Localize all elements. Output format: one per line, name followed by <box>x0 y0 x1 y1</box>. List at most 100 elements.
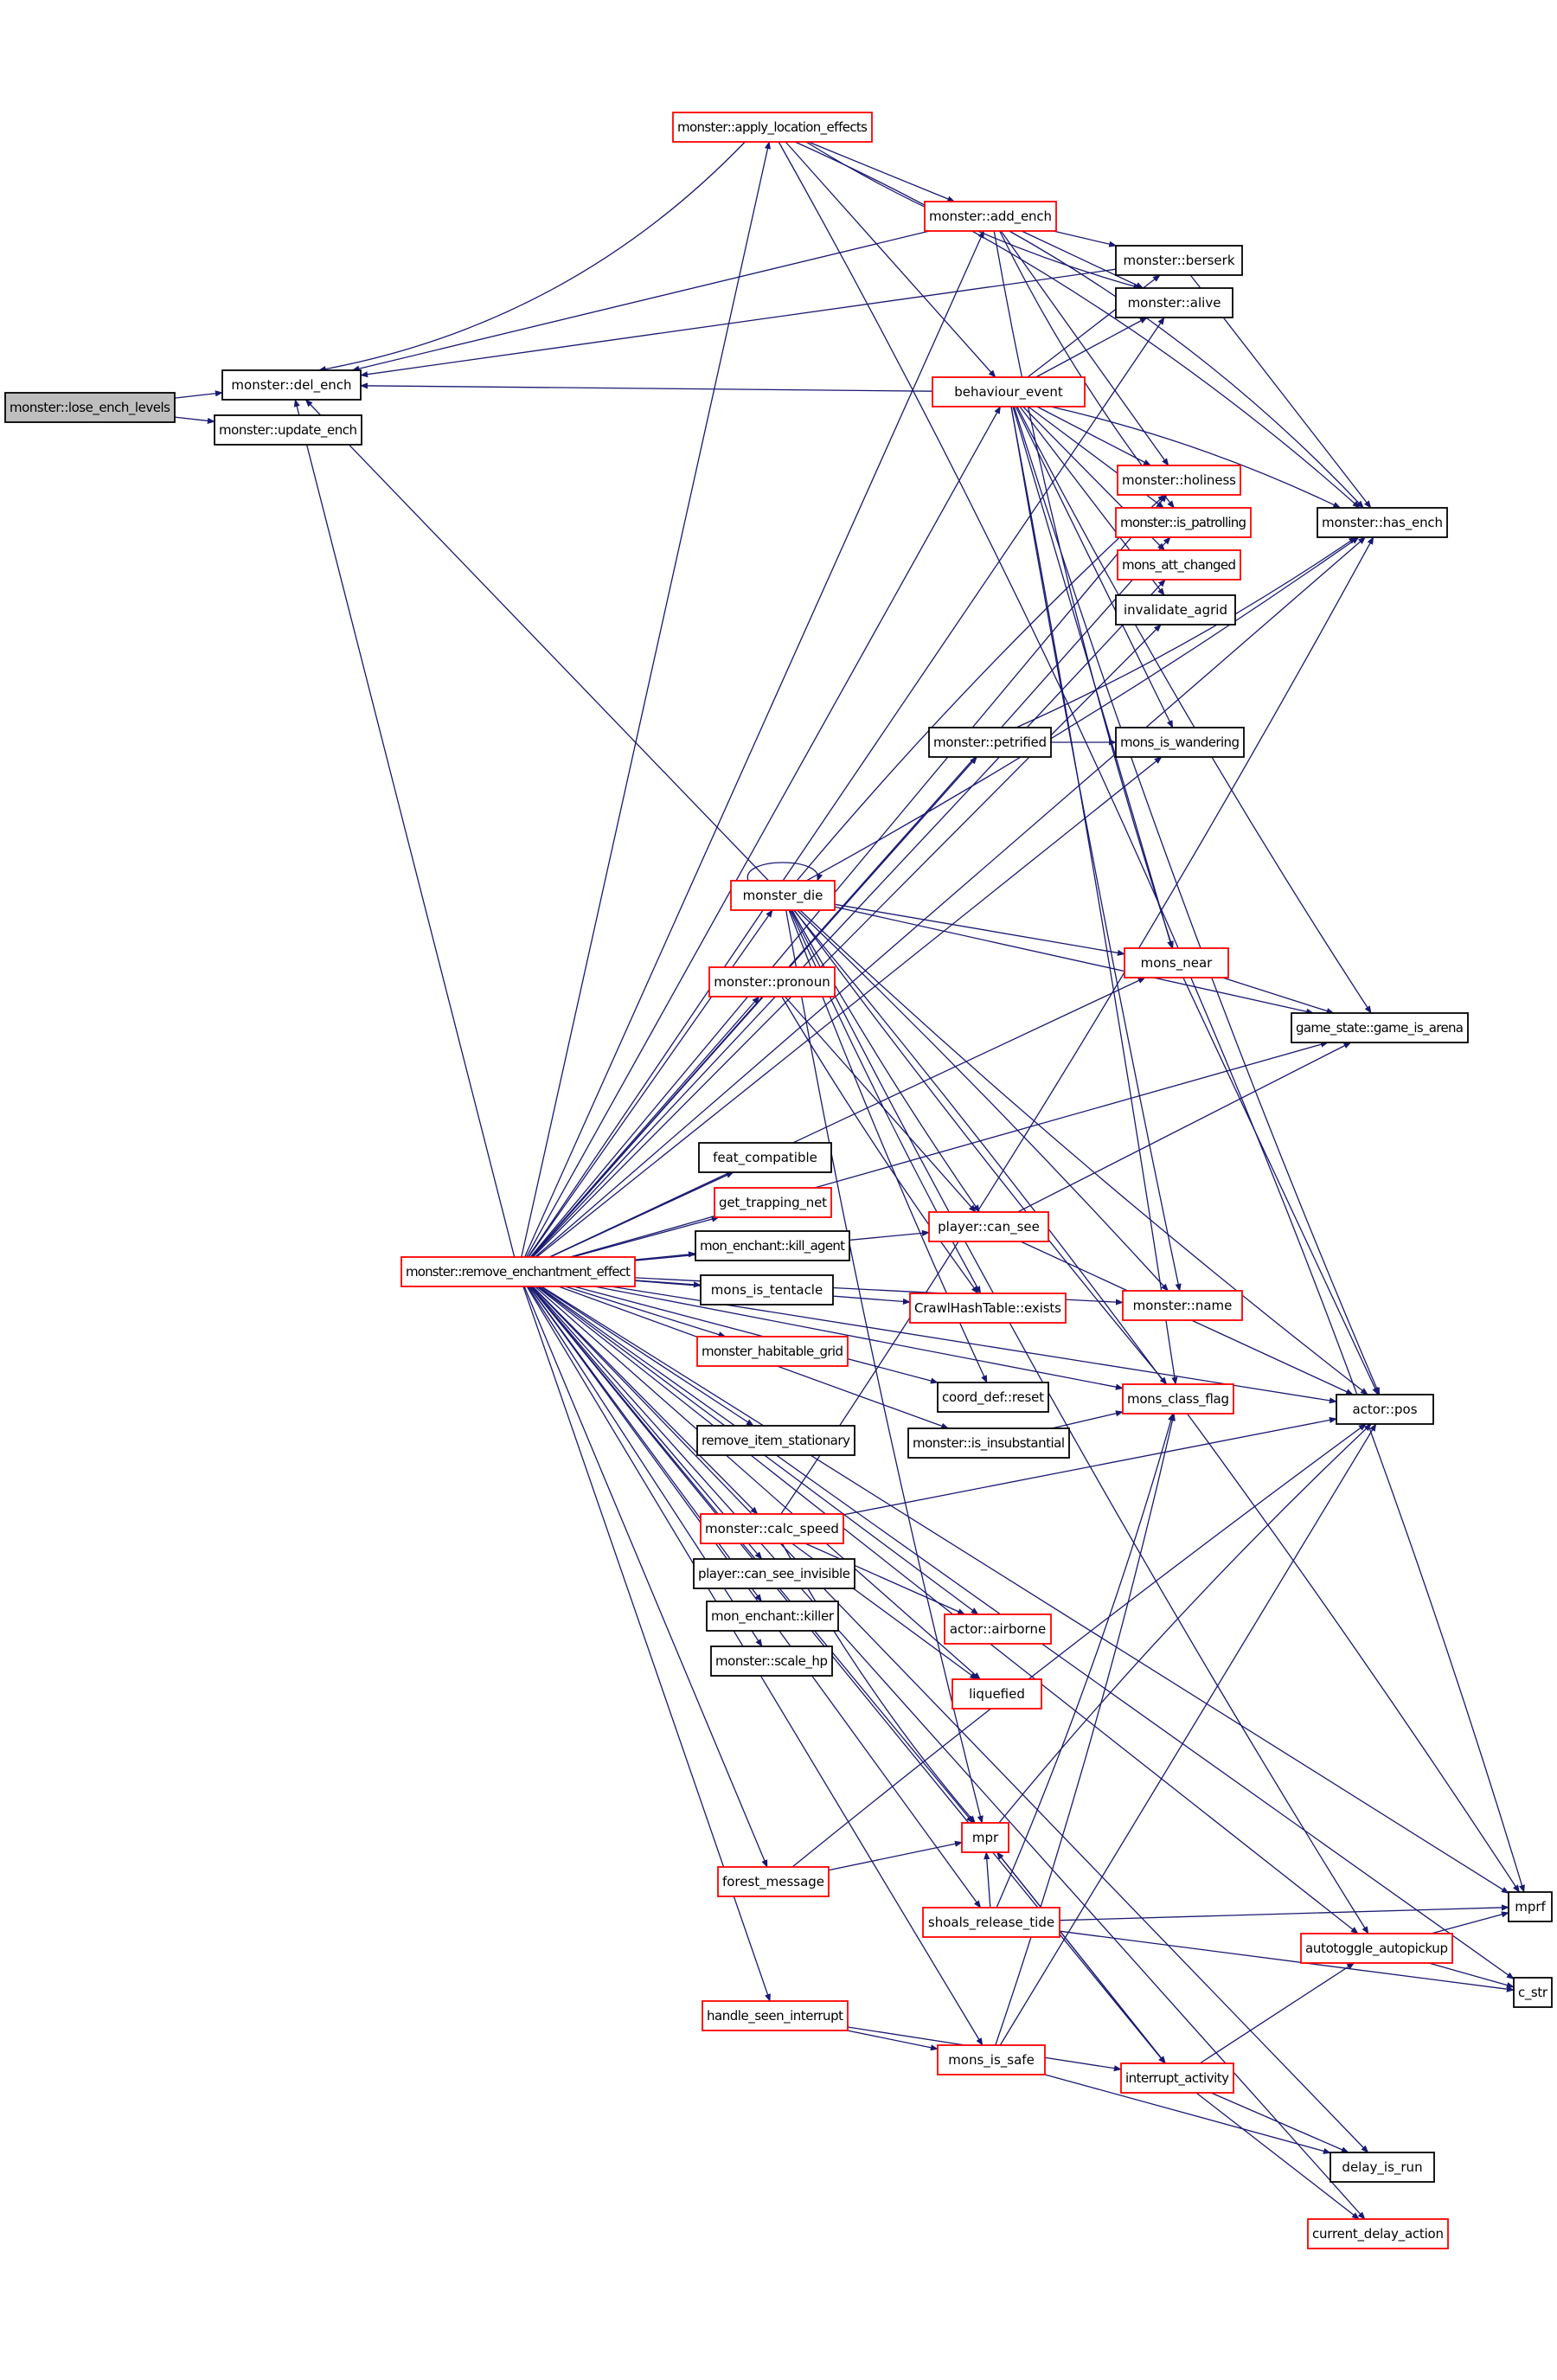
node-berserk[interactable]: monster::berserk <box>1115 245 1243 276</box>
node-box <box>944 1613 1052 1645</box>
node-insubst[interactable]: monster::is_insubstantial <box>907 1427 1070 1459</box>
node-has-ench[interactable]: monster::has_ench <box>1317 507 1448 538</box>
node-del-ench[interactable]: monster::del_ench <box>221 369 362 401</box>
node-box <box>1115 594 1236 625</box>
node-box <box>952 1678 1042 1710</box>
node-hash-exists[interactable]: CrawlHashTable::exists <box>909 1293 1067 1324</box>
node-agrid[interactable]: invalidate_agrid <box>1115 594 1236 625</box>
node-att-changed[interactable]: mons_att_changed <box>1117 549 1241 581</box>
node-mons-near[interactable]: mons_near <box>1124 947 1229 978</box>
node-rem-item[interactable]: remove_item_stationary <box>696 1425 855 1456</box>
node-c-str[interactable]: c_str <box>1513 1977 1553 2008</box>
call-edge-calc_speed-to-airborne <box>804 1543 966 1615</box>
call-edge-behaviour-to-del_ench <box>360 382 933 392</box>
call-edge-rem_effect-to-seen_int <box>522 1286 771 2002</box>
call-edge-rem_effect-to-alive <box>527 317 1165 1258</box>
call-edge-apply_loc-to-add_ench <box>808 141 956 202</box>
node-delay-run[interactable]: delay_is_run <box>1330 2152 1435 2183</box>
call-edge-apply_loc-to-mprf <box>778 141 1525 1893</box>
node-label: monster::pronoun <box>714 974 830 990</box>
node-update-ench[interactable]: monster::update_ench <box>214 414 362 446</box>
node-calc-speed[interactable]: monster::calc_speed <box>700 1513 844 1544</box>
call-edge-is_safe-to-class_flag <box>995 1413 1176 2046</box>
node-forest[interactable]: forest_message <box>717 1866 830 1897</box>
node-scale-hp[interactable]: monster::scale_hp <box>710 1645 833 1677</box>
node-arena[interactable]: game_state::game_is_arena <box>1291 1012 1469 1043</box>
node-is-safe[interactable]: mons_is_safe <box>937 2044 1046 2075</box>
node-cur-delay[interactable]: current_delay_action <box>1307 2218 1449 2249</box>
call-edge-shoals-to-class_flag <box>996 1413 1175 1908</box>
node-int-act[interactable]: interrupt_activity <box>1120 2062 1234 2094</box>
node-label: feat_compatible <box>713 1150 817 1166</box>
node-patrolling[interactable]: monster::is_patrolling <box>1115 507 1252 538</box>
node-autopickup[interactable]: autotoggle_autopickup <box>1300 1933 1453 1964</box>
node-apply-loc[interactable]: monster::apply_location_effects <box>672 112 873 143</box>
node-behaviour[interactable]: behaviour_event <box>932 376 1086 407</box>
node-label: monster::scale_hp <box>715 1653 828 1670</box>
call-edge-berserk-to-del_ench <box>360 268 1117 378</box>
node-label: actor::pos <box>1352 1402 1417 1417</box>
call-edge-rem_effect-to-apply_loc <box>521 141 771 1258</box>
node-actor-pos[interactable]: actor::pos <box>1336 1394 1434 1425</box>
node-label: liquefied <box>969 1686 1025 1702</box>
node-box <box>1336 1394 1434 1425</box>
node-wandering[interactable]: mons_is_wandering <box>1115 727 1245 758</box>
node-mname[interactable]: monster::name <box>1122 1290 1243 1321</box>
node-box <box>961 1822 1009 1853</box>
call-edge-monster_die-to-mname <box>797 909 1169 1292</box>
call-edge-rem_effect-to-petrified <box>530 756 977 1258</box>
call-edge-mons_near-to-arena <box>1222 977 1335 1014</box>
call-edge-monster_die-to-mons_near <box>834 903 1125 956</box>
call-edge-rem_effect-to-class_flag <box>594 1286 1124 1390</box>
call-edge-pronoun-to-can_see <box>785 996 977 1213</box>
call-edge-rem_effect-to-cur_delay <box>530 1286 1366 2220</box>
node-shoals[interactable]: shoals_release_tide <box>922 1907 1060 1938</box>
node-trap-net[interactable]: get_trapping_net <box>714 1187 832 1218</box>
node-rem-effect[interactable]: monster::remove_enchantment_effect <box>400 1256 636 1287</box>
node-mprf[interactable]: mprf <box>1508 1891 1553 1922</box>
node-feat[interactable]: feat_compatible <box>698 1142 832 1173</box>
node-box <box>700 1513 844 1544</box>
node-box <box>928 727 1052 758</box>
call-edge-int_act-to-delay_run <box>1210 2092 1349 2153</box>
node-petrified[interactable]: monster::petrified <box>928 727 1052 758</box>
node-killer[interactable]: mon_enchant::killer <box>706 1601 839 1632</box>
node-box <box>400 1256 636 1287</box>
call-edge-mpr-to-actor_pos <box>998 1423 1372 1824</box>
call-edge-calc_speed-to-actor_pos <box>843 1416 1337 1516</box>
node-lose[interactable]: monster::lose_ench_levels <box>4 392 176 423</box>
call-edge-rem_effect-to-kill_agent <box>634 1251 696 1261</box>
node-label: monster::holiness <box>1122 472 1236 488</box>
node-box <box>1122 1383 1234 1415</box>
node-label: monster::berserk <box>1123 253 1234 268</box>
node-box <box>928 1211 1049 1242</box>
node-liquefied[interactable]: liquefied <box>952 1678 1042 1710</box>
node-class-flag[interactable]: mons_class_flag <box>1122 1383 1234 1415</box>
node-coord-reset[interactable]: coord_def::reset <box>937 1382 1049 1413</box>
node-habitable[interactable]: monster_habitable_grid <box>696 1336 849 1367</box>
node-label: monster::is_insubstantial <box>913 1435 1065 1452</box>
node-kill-agent[interactable]: mon_enchant::kill_agent <box>695 1230 850 1261</box>
node-box <box>1115 507 1252 538</box>
node-see-invis[interactable]: player::can_see_invisible <box>693 1558 855 1589</box>
call-edge-add_ench-to-has_ench <box>1009 230 1364 509</box>
node-tentacle[interactable]: mons_is_tentacle <box>700 1274 834 1305</box>
node-mpr[interactable]: mpr <box>961 1822 1009 1853</box>
node-can-see[interactable]: player::can_see <box>928 1211 1049 1242</box>
node-seen-int[interactable]: handle_seen_interrupt <box>702 2000 849 2031</box>
node-add-ench[interactable]: monster::add_ench <box>924 201 1057 232</box>
node-monster-die[interactable]: monster_die <box>730 880 836 911</box>
node-holiness[interactable]: monster::holiness <box>1117 465 1241 496</box>
node-alive[interactable]: monster::alive <box>1115 287 1233 318</box>
node-label: autotoggle_autopickup <box>1305 1941 1448 1957</box>
node-airborne[interactable]: actor::airborne <box>944 1613 1052 1645</box>
node-box <box>672 112 873 143</box>
call-edge-behaviour-to-arena <box>1016 406 1372 1014</box>
node-box <box>1115 727 1245 758</box>
call-edge-petrified-to-has_ench <box>1016 536 1357 728</box>
node-box <box>907 1427 1070 1459</box>
node-label: get_trapping_net <box>719 1195 827 1211</box>
node-pronoun[interactable]: monster::pronoun <box>708 966 836 998</box>
node-box <box>1117 465 1241 496</box>
node-box <box>1122 1290 1243 1321</box>
